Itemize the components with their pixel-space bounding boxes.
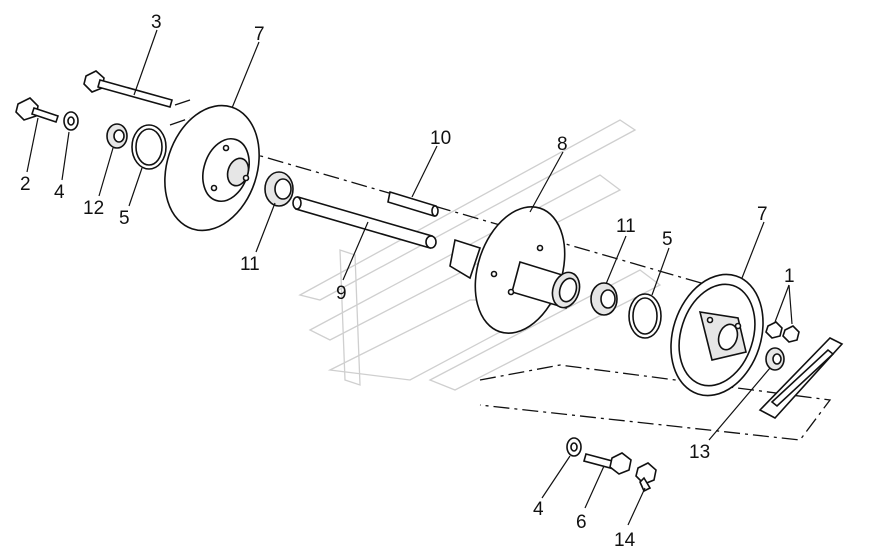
callout-8: 8 — [557, 134, 568, 155]
o-ring-part-5-left — [131, 124, 167, 170]
callout-7-left: 7 — [254, 24, 265, 45]
callout-11-right: 11 — [616, 216, 636, 237]
grease-nipple-part-14 — [635, 462, 657, 493]
callout-10: 10 — [430, 128, 451, 149]
callout-5-right: 5 — [662, 229, 673, 250]
callout-14: 14 — [614, 530, 636, 551]
lock-washer-part-4-top — [63, 111, 79, 131]
nuts-part-1 — [765, 321, 800, 343]
slotted-bracket — [758, 337, 844, 419]
disc-part-7-right — [670, 273, 764, 397]
callout-1: 1 — [784, 266, 795, 287]
bearing-part-11-right — [590, 282, 618, 316]
lock-washer-part-4-bottom — [566, 437, 582, 457]
disc-part-7-left — [164, 104, 260, 232]
callout-6: 6 — [576, 512, 587, 533]
bolt-part-6 — [583, 452, 632, 475]
leader-lines — [26, 29, 793, 526]
spacer-part-13 — [765, 347, 785, 371]
callout-labels: 3 7 2 4 12 5 10 8 11 9 11 5 7 1 13 4 6 1… — [20, 12, 795, 551]
o-ring-part-5-right — [628, 293, 662, 339]
callout-7-right: 7 — [757, 204, 768, 225]
bolt-part-2 — [15, 97, 60, 124]
long-bolt-part-3 — [83, 70, 173, 108]
callout-3: 3 — [151, 12, 162, 33]
hub-part-8 — [449, 206, 581, 334]
callout-5-left: 5 — [119, 208, 130, 229]
shaft-part-9 — [292, 195, 437, 250]
bushing-part-12 — [106, 123, 128, 149]
bearing-part-11-left — [264, 171, 294, 207]
callout-12: 12 — [83, 198, 104, 219]
callout-13: 13 — [689, 442, 710, 463]
callout-11-left: 11 — [240, 254, 260, 275]
pin-part-10 — [387, 190, 439, 218]
callout-9: 9 — [336, 283, 347, 304]
callout-4-bottom: 4 — [533, 499, 544, 520]
callout-2: 2 — [20, 174, 31, 195]
callout-4-top: 4 — [54, 182, 65, 203]
